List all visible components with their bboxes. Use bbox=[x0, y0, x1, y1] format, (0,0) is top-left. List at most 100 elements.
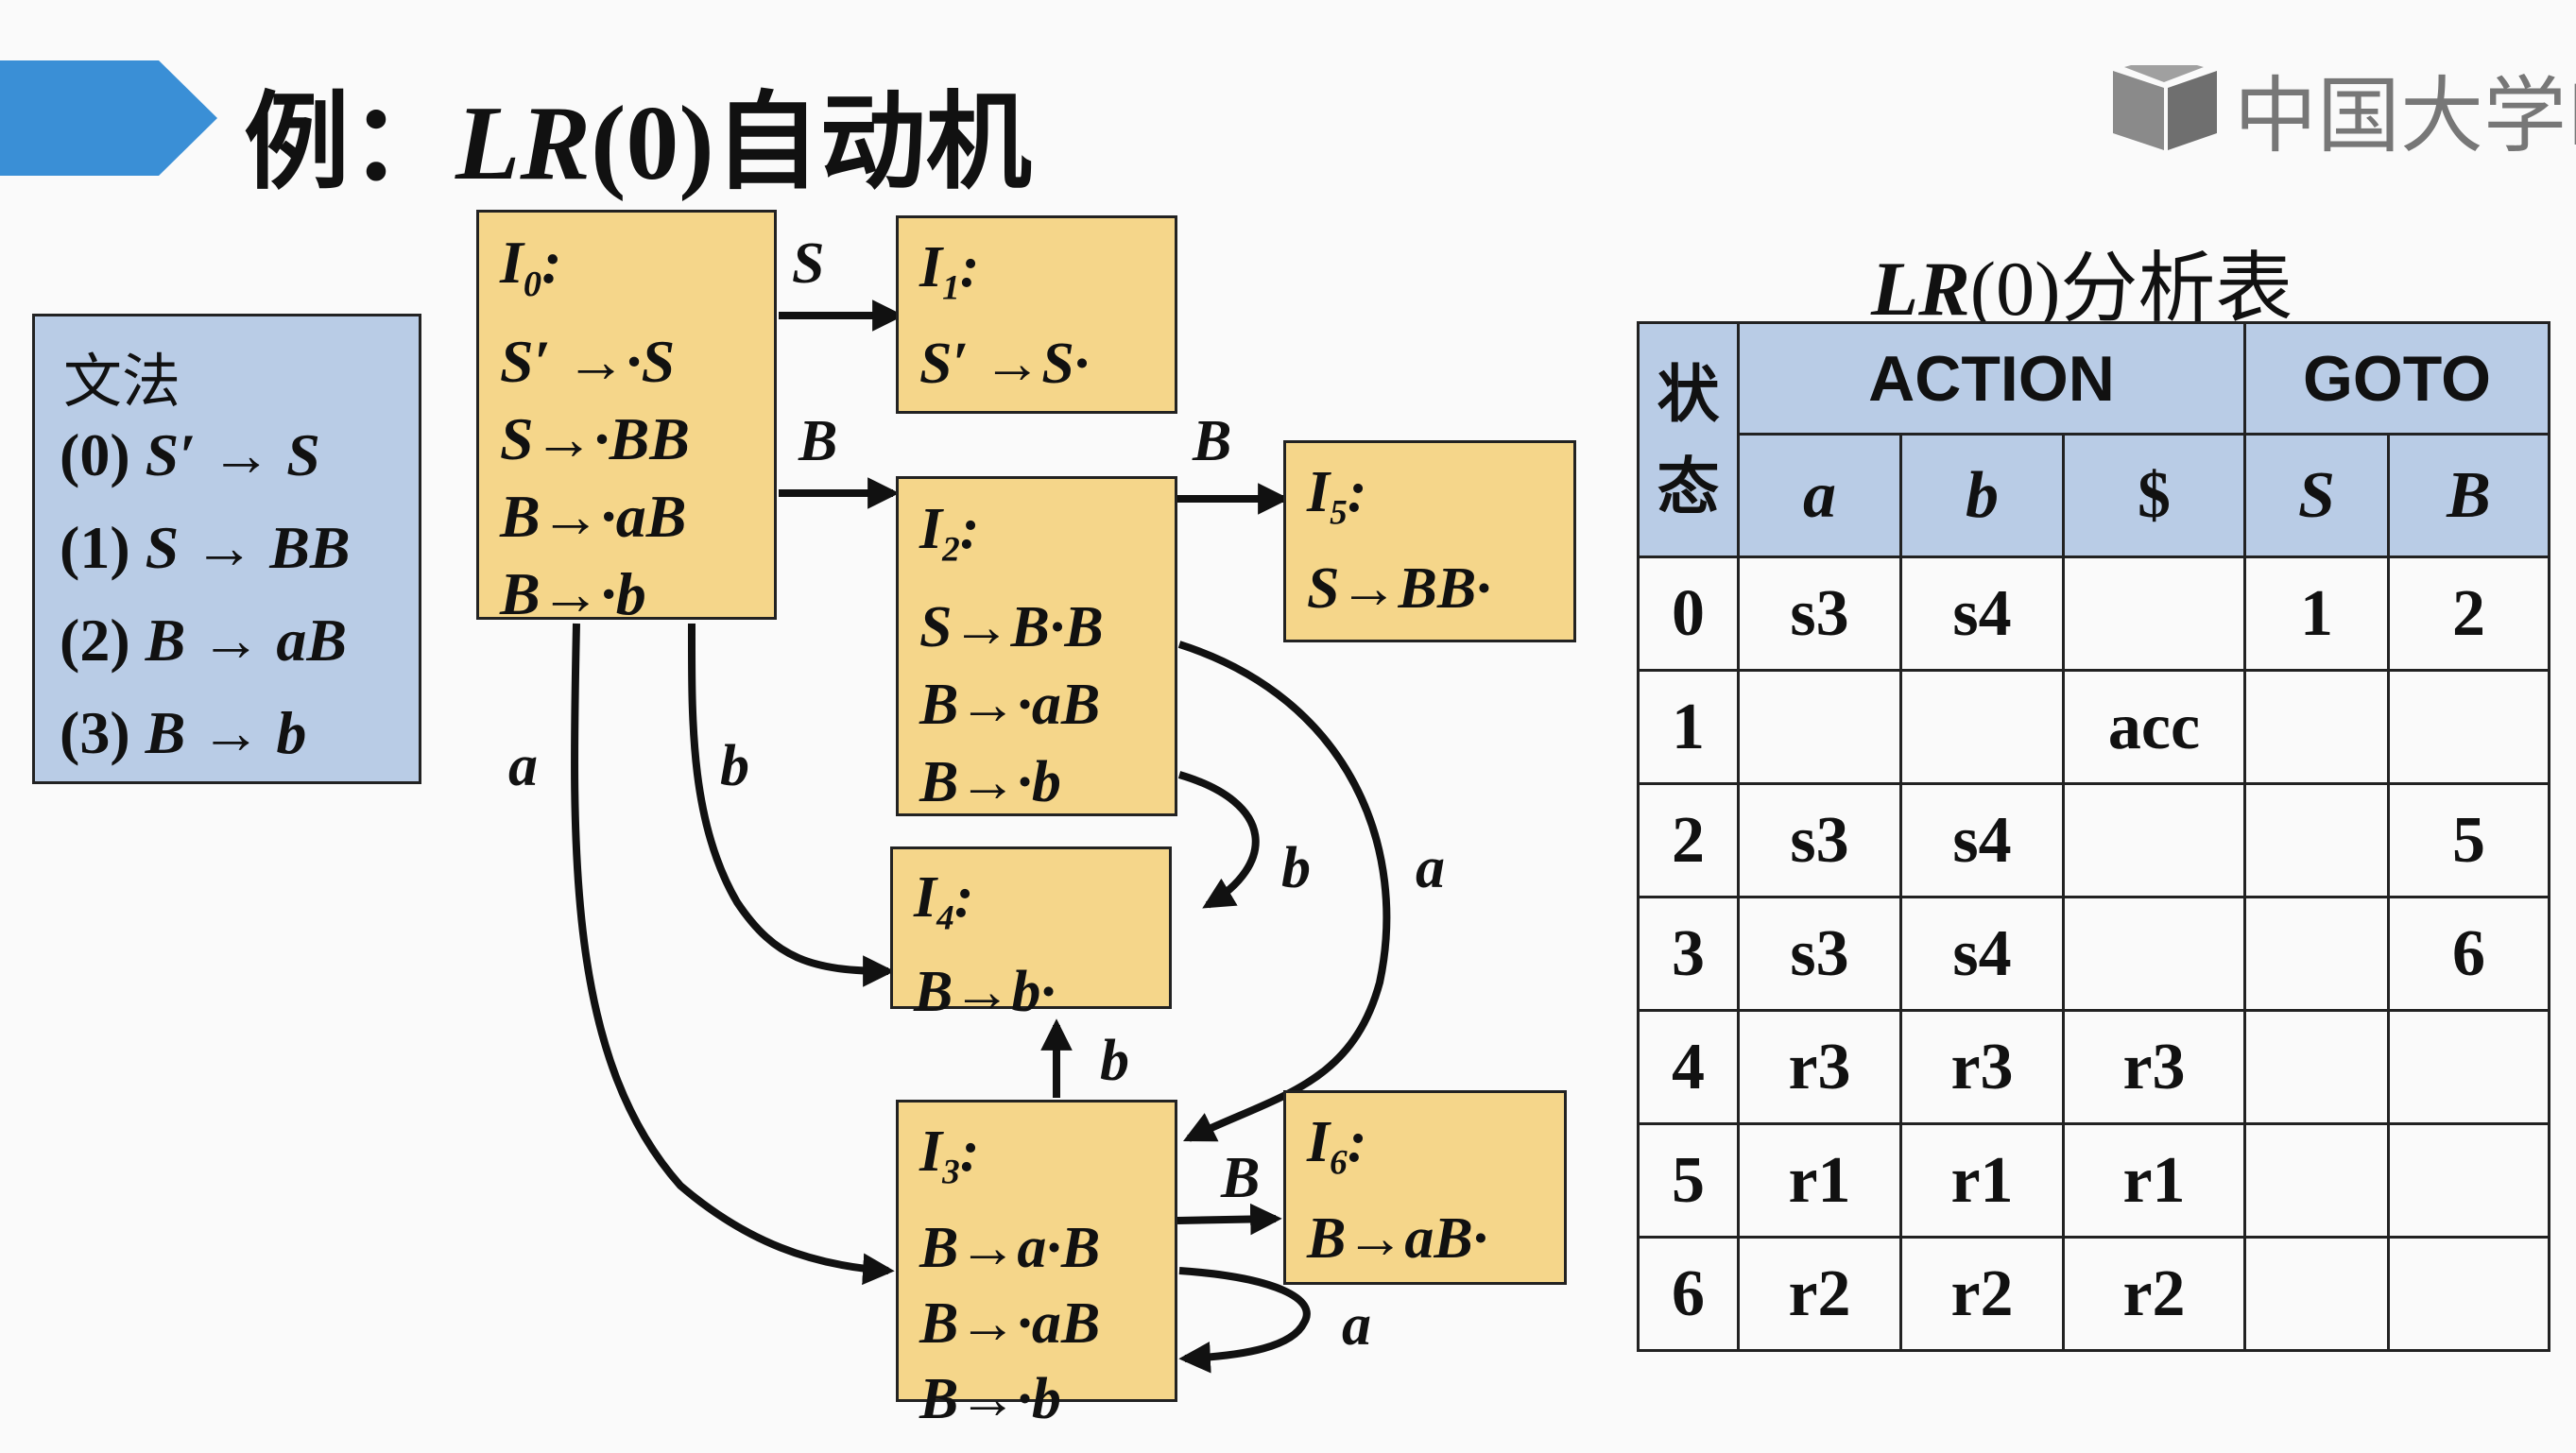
table-title-zero: (0) bbox=[1969, 246, 2061, 332]
state-label-sub: 0 bbox=[523, 264, 542, 304]
lr-item: B→·aB bbox=[919, 1291, 1101, 1357]
edge-label-a-loop: a bbox=[1342, 1293, 1371, 1358]
table-cell bbox=[2062, 782, 2246, 898]
book-logo-icon bbox=[2113, 65, 2217, 150]
table-cell bbox=[2062, 556, 2246, 672]
grammar-box: 文法 (0) S′ → S (1) S → BB (2) B → aB (3) … bbox=[32, 314, 421, 784]
table-cell bbox=[2243, 1236, 2390, 1352]
edge-I3-I6-B bbox=[1176, 1203, 1282, 1236]
lr-item: B→·b bbox=[919, 1367, 1061, 1432]
state-label: I3: bbox=[919, 1114, 1175, 1210]
state-label-sub: 1 bbox=[942, 268, 960, 308]
state-box-I5: I5:S→BB· bbox=[1283, 440, 1576, 642]
lr-item: B→b· bbox=[914, 960, 1056, 1025]
table-cell: s3 bbox=[1737, 782, 1902, 898]
table-cell: s4 bbox=[1899, 782, 2065, 898]
rule-num: (1) bbox=[60, 514, 146, 581]
state-cell: 2 bbox=[1637, 782, 1740, 898]
table-cell bbox=[2062, 896, 2246, 1012]
state-cell: 1 bbox=[1637, 669, 1740, 785]
state-label-sub: 2 bbox=[942, 530, 960, 570]
state-box-I4: I4:B→b· bbox=[890, 846, 1172, 1024]
lr-item: B→·b bbox=[500, 559, 646, 627]
table-title: LR(0)分析表 bbox=[1871, 225, 2293, 337]
edge-label-B-I5: B bbox=[1193, 409, 1232, 473]
table-cell: s4 bbox=[1899, 896, 2065, 1012]
state-header-char: 状 bbox=[1657, 356, 1720, 431]
state-label-sub: 5 bbox=[1330, 493, 1348, 533]
table-cell: r1 bbox=[1737, 1122, 1902, 1239]
state-box-I6: I6:B→aB· bbox=[1283, 1090, 1567, 1285]
grammar-rule-0: (0) S′ → S bbox=[60, 420, 320, 490]
table-cell: r2 bbox=[1899, 1236, 2065, 1352]
col-header-a: a bbox=[1737, 433, 1902, 558]
state-label: I2: bbox=[919, 490, 1175, 589]
col-header-dollar: $ bbox=[2062, 433, 2246, 558]
table-cell bbox=[2243, 782, 2390, 898]
state-label-name: I bbox=[914, 865, 937, 930]
state-label-colon: : bbox=[959, 1120, 980, 1184]
state-label-name: I bbox=[1307, 1110, 1331, 1174]
rule-num: (2) bbox=[60, 607, 146, 674]
edge-I2-I4-b bbox=[1177, 771, 1260, 909]
table-cell: r1 bbox=[1899, 1122, 2065, 1239]
edge-I0-I3-a bbox=[571, 623, 895, 1286]
state-label-sub: 3 bbox=[942, 1153, 960, 1192]
table-title-rest: 分析表 bbox=[2060, 244, 2293, 333]
table-cell: r3 bbox=[2062, 1009, 2246, 1125]
edge-label-B: B bbox=[799, 409, 838, 473]
state-label: I4: bbox=[914, 861, 1169, 955]
grammar-heading: 文法 bbox=[63, 347, 181, 416]
edge-label-b-I4: b bbox=[1281, 836, 1311, 900]
edge-label-b: b bbox=[720, 734, 749, 798]
state-label: I6: bbox=[1307, 1104, 1564, 1201]
table-title-lr: LR bbox=[1871, 246, 1970, 332]
state-box-I1: I1:S′ →S· bbox=[896, 215, 1177, 414]
page-title: 例：LR(0)自动机 bbox=[244, 57, 1032, 210]
goto-header: GOTO bbox=[2243, 321, 2550, 436]
table-cell: r1 bbox=[2062, 1122, 2246, 1239]
logo-text: 中国大学MO bbox=[2234, 66, 2576, 164]
state-label-colon: : bbox=[959, 235, 980, 299]
state-cell: 4 bbox=[1637, 1009, 1740, 1125]
table-cell: s3 bbox=[1737, 556, 1902, 672]
lr-item: B→·aB bbox=[919, 673, 1101, 738]
state-label-name: I bbox=[1307, 460, 1331, 524]
lr-item: B→aB· bbox=[1307, 1206, 1488, 1272]
state-cell: 0 bbox=[1637, 556, 1740, 672]
title-zero: (0) bbox=[591, 85, 714, 202]
table-cell: s3 bbox=[1737, 896, 1902, 1012]
rule-body: B → aB bbox=[145, 607, 347, 674]
lr-item: S→B·B bbox=[919, 595, 1104, 660]
title-suffix: 自动机 bbox=[713, 81, 1032, 204]
edge-label-B-I6: B bbox=[1221, 1146, 1261, 1210]
edge-label-a: a bbox=[508, 734, 538, 798]
table-cell: 6 bbox=[2387, 896, 2550, 1012]
mooc-logo: 中国大学MO bbox=[2109, 57, 2576, 164]
state-label-name: I bbox=[500, 229, 524, 296]
table-cell: s4 bbox=[1899, 556, 2065, 672]
state-label-colon: : bbox=[959, 497, 980, 561]
state-header-char: 态 bbox=[1657, 449, 1720, 523]
table-cell: 5 bbox=[2387, 782, 2550, 898]
state-label-colon: : bbox=[541, 229, 562, 296]
state-header: 状态 bbox=[1637, 321, 1740, 558]
action-header: ACTION bbox=[1737, 321, 2246, 436]
rule-body: S → BB bbox=[145, 514, 351, 581]
lr-item: B→·aB bbox=[500, 482, 687, 550]
rule-num: (0) bbox=[60, 421, 146, 488]
table-cell bbox=[1899, 669, 2065, 785]
state-label-sub: 6 bbox=[1330, 1143, 1348, 1183]
state-cell: 6 bbox=[1637, 1236, 1740, 1352]
state-label-name: I bbox=[919, 497, 943, 561]
rule-body: S′ → S bbox=[145, 421, 320, 488]
